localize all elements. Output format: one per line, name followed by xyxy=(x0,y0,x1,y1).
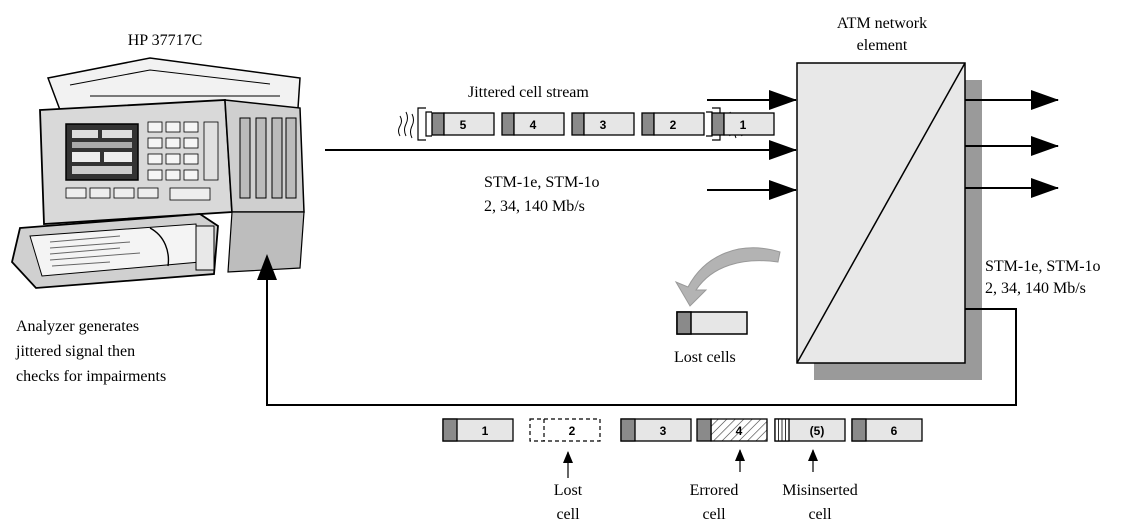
return-cell-label: 6 xyxy=(891,424,898,438)
return-arrow-head xyxy=(257,254,277,280)
return-cell-lost: 2 xyxy=(529,418,601,442)
annotation-errored-line-2: cell xyxy=(702,506,726,523)
return-cell-label: 1 xyxy=(482,424,489,438)
stream-label: Jittered cell stream xyxy=(468,84,589,101)
annotation-misinserted-line-1: Misinserted xyxy=(782,482,858,499)
lost-cells-box xyxy=(676,311,748,335)
input-cell-label: 4 xyxy=(530,118,537,132)
return-cell-normal: 6 xyxy=(851,418,923,442)
jitter-marks-left xyxy=(398,107,432,141)
network-element-title-line-1: ATM network xyxy=(837,15,927,32)
analyzer-description-line-3: checks for impairments xyxy=(16,368,166,385)
return-cell-errored: 4 xyxy=(696,418,768,442)
return-cell-label: 3 xyxy=(660,424,667,438)
lost-cells-arrow xyxy=(674,247,781,307)
network-element-title-line-2: element xyxy=(857,37,908,54)
annotation-errored-line-1: Errored xyxy=(690,482,739,499)
analyzer-description-line-1: Analyzer generates xyxy=(16,318,139,335)
return-cell-label: (5) xyxy=(810,424,825,438)
input-rate-line-1: STM-1e, STM-1o xyxy=(484,174,600,191)
output-rate-line-2: 2, 34, 140 Mb/s xyxy=(985,280,1086,297)
analyzer-device-illustration xyxy=(11,57,305,289)
cell-outline xyxy=(529,418,601,442)
cell-header xyxy=(620,418,636,442)
annotation-misinserted-line-2: cell xyxy=(808,506,832,523)
input-rate-line-2: 2, 34, 140 Mb/s xyxy=(484,198,585,215)
cell-header xyxy=(431,112,445,136)
return-cell-normal: 1 xyxy=(442,418,514,442)
return-cell-misinserted: (5) xyxy=(774,418,846,442)
cell-header xyxy=(851,418,867,442)
input-cell-label: 3 xyxy=(600,118,607,132)
cell-header xyxy=(696,418,712,442)
cell-header xyxy=(442,418,458,442)
cell-header xyxy=(641,112,655,136)
cell-header xyxy=(501,112,515,136)
cell-header xyxy=(571,112,585,136)
input-cell-label: 2 xyxy=(670,118,677,132)
return-cell-normal: 3 xyxy=(620,418,692,442)
input-cell: 1 xyxy=(711,112,775,136)
return-loop-line xyxy=(266,262,1017,406)
input-cell: 3 xyxy=(571,112,635,136)
lost-cells-label: Lost cells xyxy=(674,349,736,366)
cell-body xyxy=(513,112,565,136)
input-cell: 4 xyxy=(501,112,565,136)
analyzer-description-line-2: jittered signal then xyxy=(15,343,135,360)
annotation-lost-line-2: cell xyxy=(556,506,580,523)
output-rate-line-1: STM-1e, STM-1o xyxy=(985,258,1101,275)
annotation-lost-line-1: Lost xyxy=(554,482,583,499)
input-cell-label: 5 xyxy=(460,118,467,132)
input-cell-stream: 5 4 3 2 1 xyxy=(431,112,775,136)
cell-body xyxy=(583,112,635,136)
input-cell-label: 1 xyxy=(740,118,747,132)
return-cell-label: 4 xyxy=(736,424,743,438)
analyzer-name: HP 37717C xyxy=(128,32,203,49)
return-cell-stream: 1 2 3 4 (5) 6 xyxy=(442,418,923,442)
network-element-diagonal xyxy=(796,62,966,364)
analyzer-keypad xyxy=(147,121,219,181)
cell-body xyxy=(443,112,495,136)
return-cell-label: 2 xyxy=(569,424,576,438)
cell-header xyxy=(711,112,725,136)
input-cell: 5 xyxy=(431,112,495,136)
atm-network-element xyxy=(796,62,982,380)
input-cell: 2 xyxy=(641,112,705,136)
cell-body xyxy=(653,112,705,136)
cell-body xyxy=(723,112,775,136)
